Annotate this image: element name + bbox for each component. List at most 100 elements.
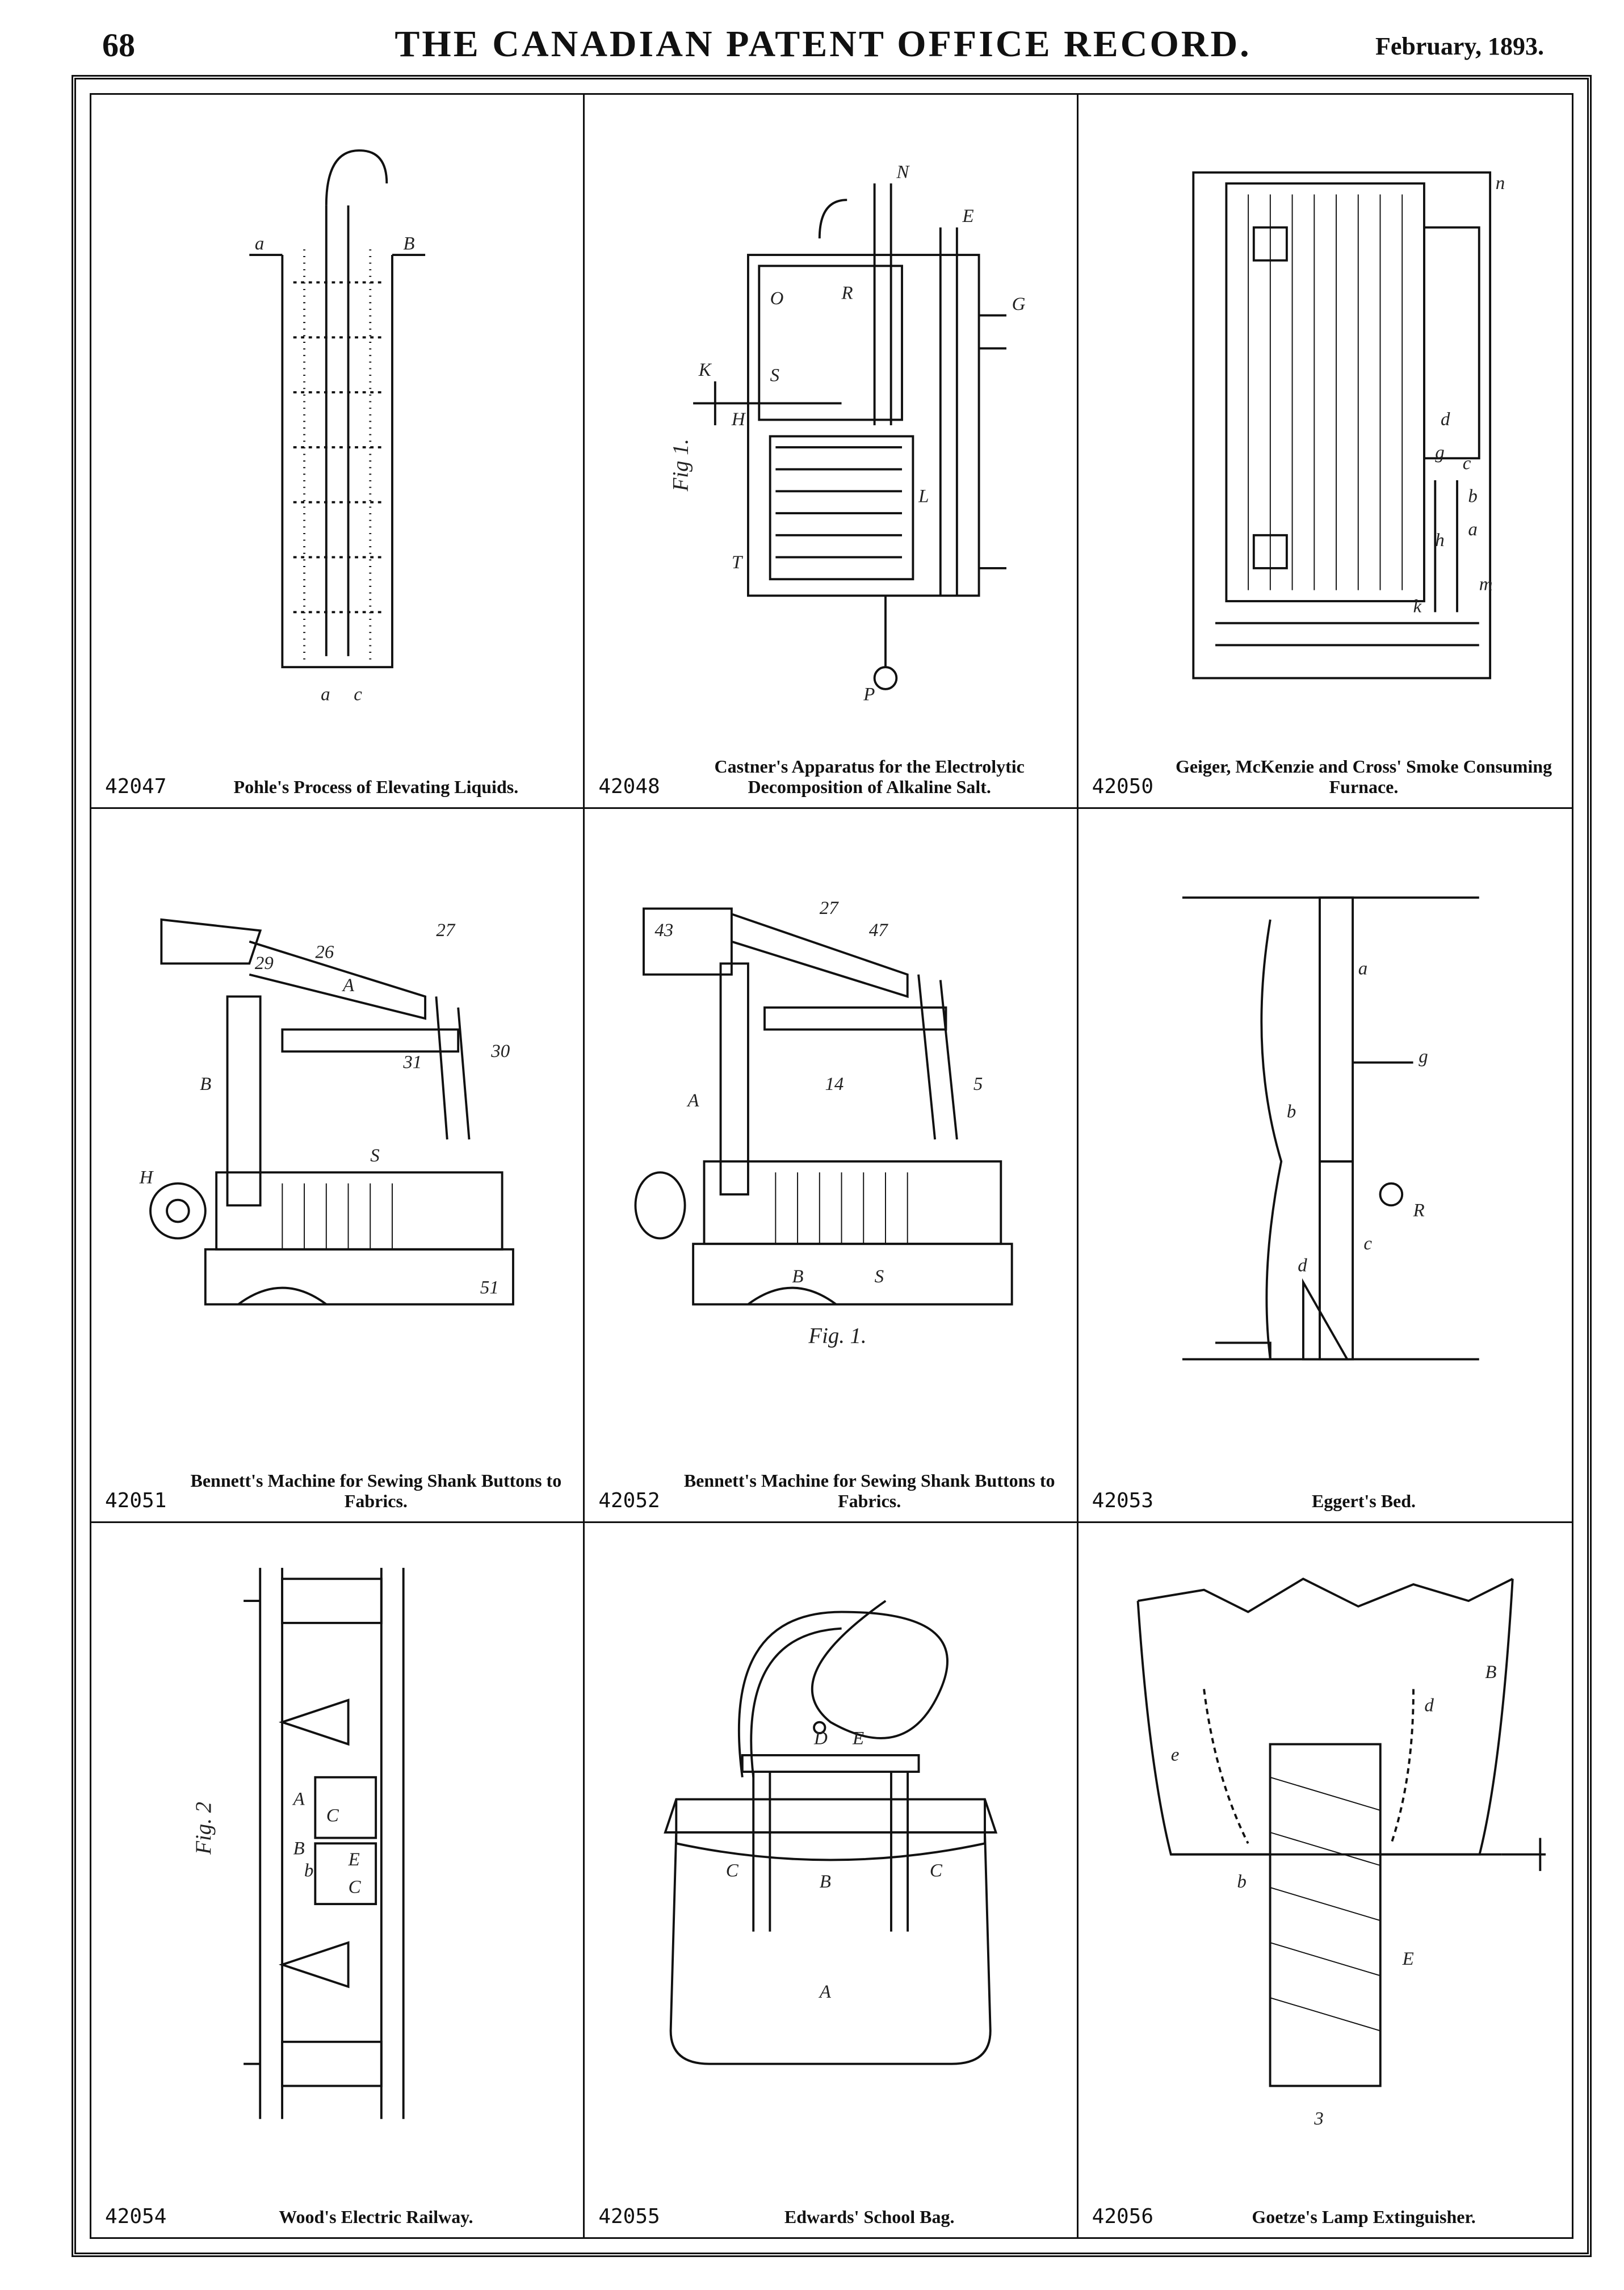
electrolytic-apparatus-drawing: Fig 1. N E G O K R T H S L P — [669, 162, 1026, 705]
part-label: g — [1419, 1047, 1428, 1067]
part-label: c — [1462, 454, 1471, 474]
part-label: C — [349, 1877, 362, 1898]
patent-panel-42048: Fig 1. N E G O K R T H S L P 42048 Castn… — [585, 95, 1079, 809]
part-label: E — [962, 206, 974, 227]
patent-number: 42055 — [598, 2205, 660, 2228]
part-label: n — [1495, 173, 1504, 194]
patent-drawing: n d g c b a m h k — [1101, 118, 1549, 722]
patent-title: Wood's Electric Railway. — [279, 2207, 473, 2227]
patent-drawing: D E B C C A — [607, 1546, 1054, 2152]
part-label: D — [813, 1729, 828, 1749]
patent-title: Eggert's Bed. — [1311, 1491, 1416, 1511]
part-label: 27 — [436, 920, 455, 941]
patent-drawing: Fig. 1. 43 47 27 A B 14 5 S — [607, 832, 1054, 1436]
elevating-liquids-drawing: a B a c — [249, 149, 426, 704]
patent-panel-42047: a B a c 42047 Pohle's Process of Elevati… — [91, 95, 585, 809]
part-label: b — [304, 1861, 314, 1881]
part-label: 31 — [402, 1052, 422, 1072]
page-frame: a B a c 42047 Pohle's Process of Elevati… — [72, 75, 1592, 2257]
page-header: 68 THE CANADIAN PATENT OFFICE RECORD. Fe… — [102, 23, 1544, 74]
fig-label: Fig. 1. — [808, 1323, 867, 1348]
part-label: P — [863, 684, 875, 704]
patent-caption: 42052 Bennett's Machine for Sewing Shank… — [598, 1470, 1063, 1511]
patent-number: 42050 — [1092, 775, 1154, 798]
part-label: k — [1413, 596, 1422, 616]
patent-caption: 42053 Eggert's Bed. — [1092, 1489, 1558, 1512]
part-label: E — [852, 1729, 864, 1749]
part-label: d — [1424, 1695, 1434, 1716]
school-bag-drawing: D E B C C A — [664, 1600, 998, 2065]
part-label: c — [1363, 1234, 1372, 1254]
patent-drawing: a g R b c d — [1101, 832, 1549, 1436]
part-label: E — [348, 1849, 360, 1870]
part-label: B — [820, 1872, 831, 1892]
patent-drawing: Fig 1. N E G O K R T H S L P — [607, 118, 1054, 722]
part-label: H — [731, 409, 746, 430]
part-label: S — [770, 366, 779, 386]
part-label: h — [1435, 530, 1444, 551]
patent-panel-42054: Fig. 2 A B b C E C 42054 Wood's Electric… — [91, 1523, 585, 2237]
patent-title: Geiger, McKenzie and Cross' Smoke Consum… — [1175, 756, 1552, 797]
part-label: m — [1479, 574, 1492, 595]
patent-panel-42050: n d g c b a m h k 42050 Geiger, McKenzie… — [1078, 95, 1572, 809]
patent-title: Edwards' School Bag. — [784, 2207, 955, 2227]
part-label: b — [1468, 486, 1477, 507]
part-label: a — [1358, 959, 1367, 979]
part-label: B — [200, 1074, 211, 1094]
part-label: O — [770, 288, 784, 309]
part-label: A — [342, 975, 355, 996]
part-label: 43 — [655, 920, 674, 941]
part-label: a — [255, 233, 264, 254]
part-label: A — [292, 1789, 305, 1809]
part-label: S — [370, 1146, 379, 1166]
patent-title: Goetze's Lamp Extinguisher. — [1252, 2207, 1476, 2227]
part-label: 14 — [825, 1074, 844, 1094]
part-label: b — [1287, 1101, 1296, 1122]
patent-number: 42053 — [1092, 1489, 1154, 1512]
patent-caption: 42055 Edwards' School Bag. — [598, 2205, 1063, 2228]
patent-grid: a B a c 42047 Pohle's Process of Elevati… — [90, 93, 1573, 2239]
patent-panel-42053: a g R b c d 42053 Eggert's Bed. — [1078, 809, 1572, 1523]
patent-caption: 42054 Wood's Electric Railway. — [105, 2205, 569, 2228]
part-label: B — [293, 1839, 304, 1859]
patent-number: 42051 — [105, 1489, 167, 1512]
sewing-machine-drawing: A 27 29 26 B 31 30 S 51 H — [139, 918, 514, 1306]
lamp-extinguisher-drawing: B d e b E 3 — [1136, 1578, 1546, 2129]
patent-drawing: a B a c — [114, 118, 560, 722]
patent-title: Bennett's Machine for Sewing Shank Butto… — [190, 1470, 562, 1511]
part-label: c — [354, 684, 362, 704]
part-label: 3 — [1314, 2108, 1324, 2129]
part-label: A — [687, 1091, 700, 1111]
part-label: a — [1468, 519, 1477, 540]
patent-panel-42056: B d e b E 3 42056 Goetze's Lamp Extingui… — [1079, 1523, 1572, 2237]
patent-caption: 42048 Castner's Apparatus for the Electr… — [598, 756, 1063, 797]
patent-drawing: Fig. 2 A B b C E C — [114, 1546, 560, 2152]
patent-number: 42052 — [598, 1489, 660, 1512]
patent-number: 42054 — [105, 2205, 167, 2228]
bed-drawing: a g R b c d — [1182, 896, 1479, 1361]
part-label: B — [792, 1266, 804, 1287]
patent-title: Bennett's Machine for Sewing Shank Butto… — [683, 1470, 1055, 1511]
patent-caption: 42047 Pohle's Process of Elevating Liqui… — [105, 775, 569, 798]
patent-number: 42056 — [1092, 2205, 1154, 2228]
part-label: S — [875, 1266, 884, 1287]
part-label: C — [930, 1861, 943, 1881]
part-label: 51 — [480, 1277, 499, 1298]
patent-panel-42055: D E B C C A 42055 Edwards' School Bag. — [585, 1523, 1079, 2237]
part-label: d — [1441, 409, 1450, 430]
part-label: 47 — [869, 920, 888, 941]
part-label: A — [819, 1982, 832, 2002]
patent-number: 42047 — [105, 775, 167, 798]
part-label: b — [1237, 1872, 1247, 1892]
patent-drawing: B d e b E 3 — [1101, 1546, 1549, 2152]
electric-railway-drawing: Fig. 2 A B b C E C — [191, 1567, 405, 2119]
part-label: g — [1435, 442, 1444, 463]
part-label: 29 — [255, 953, 274, 974]
patent-caption: 42050 Geiger, McKenzie and Cross' Smoke … — [1092, 756, 1558, 797]
patent-title: Pohle's Process of Elevating Liquids. — [233, 777, 519, 797]
smoke-furnace-drawing: n d g c b a m h k — [1192, 171, 1505, 680]
part-label: N — [896, 162, 910, 183]
part-label: T — [732, 552, 744, 573]
patent-caption: 42056 Goetze's Lamp Extinguisher. — [1092, 2205, 1558, 2228]
patent-panel-42052: Fig. 1. 43 47 27 A B 14 5 S 42052 Bennet… — [585, 809, 1079, 1523]
